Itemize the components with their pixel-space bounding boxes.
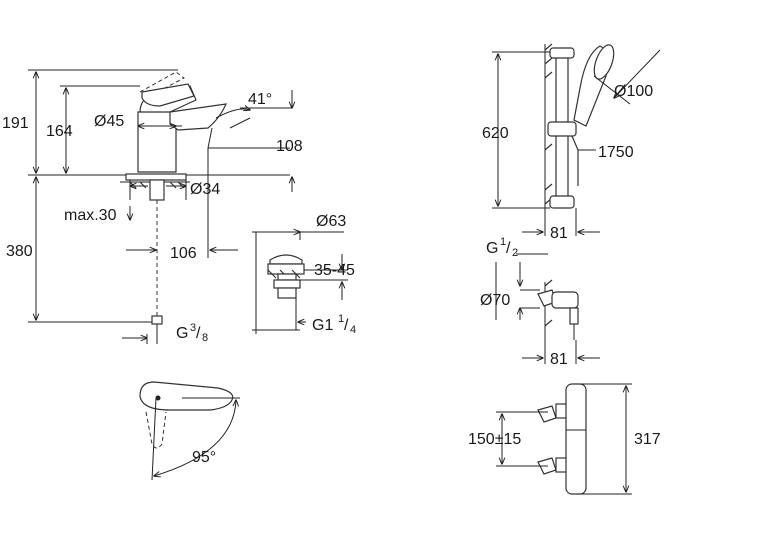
- dim-81-rail: 81: [550, 225, 568, 242]
- dim-max-30: max.30: [64, 207, 117, 224]
- dim-380: 380: [6, 243, 33, 260]
- shower-rail-set: [492, 43, 661, 236]
- svg-text:/: /: [344, 317, 349, 334]
- basin-mixer-side-view: [28, 69, 292, 344]
- dim-108: 108: [276, 138, 303, 155]
- thread-g-3-8: G 3 / 8: [176, 322, 208, 344]
- dim-81-valve: 81: [550, 351, 568, 368]
- dim-620: 620: [482, 125, 509, 142]
- dim-angle-95: 95°: [192, 449, 216, 466]
- svg-text:2: 2: [512, 247, 518, 259]
- svg-text:3: 3: [190, 322, 196, 334]
- dim-angle-41: 41°: [248, 91, 272, 108]
- dim-diameter-34: Ø34: [190, 181, 220, 198]
- dim-317: 317: [634, 431, 661, 448]
- dim-diameter-63: Ø63: [316, 213, 346, 230]
- dim-191: 191: [2, 115, 29, 132]
- svg-text:G: G: [486, 240, 498, 257]
- dim-diameter-45: Ø45: [94, 113, 124, 130]
- basin-mixer-top-view: [139, 381, 240, 481]
- pop-up-waste: [252, 232, 348, 334]
- dim-164: 164: [46, 123, 73, 140]
- thread-g-1-2: G 1 / 2: [486, 236, 518, 259]
- dim-150-tolerance: 150±15: [468, 431, 521, 448]
- svg-text:/: /: [196, 325, 201, 342]
- dim-1750: 1750: [598, 144, 634, 161]
- svg-text:4: 4: [350, 324, 356, 336]
- dim-diameter-70: Ø70: [480, 292, 510, 309]
- svg-text:1: 1: [338, 313, 344, 325]
- svg-text:G: G: [176, 325, 188, 342]
- wall-shower-valve: [495, 253, 600, 364]
- dim-106: 106: [170, 245, 197, 262]
- thread-g1-1-4: G1 1 / 4: [312, 313, 356, 336]
- svg-text:/: /: [506, 240, 511, 257]
- dim-diameter-100: Ø100: [614, 83, 653, 100]
- svg-text:1: 1: [500, 236, 506, 248]
- thermostat-mixer: [496, 383, 632, 495]
- svg-text:8: 8: [202, 332, 208, 344]
- dim-35-45: 35-45: [314, 262, 355, 279]
- svg-text:G1: G1: [312, 317, 333, 334]
